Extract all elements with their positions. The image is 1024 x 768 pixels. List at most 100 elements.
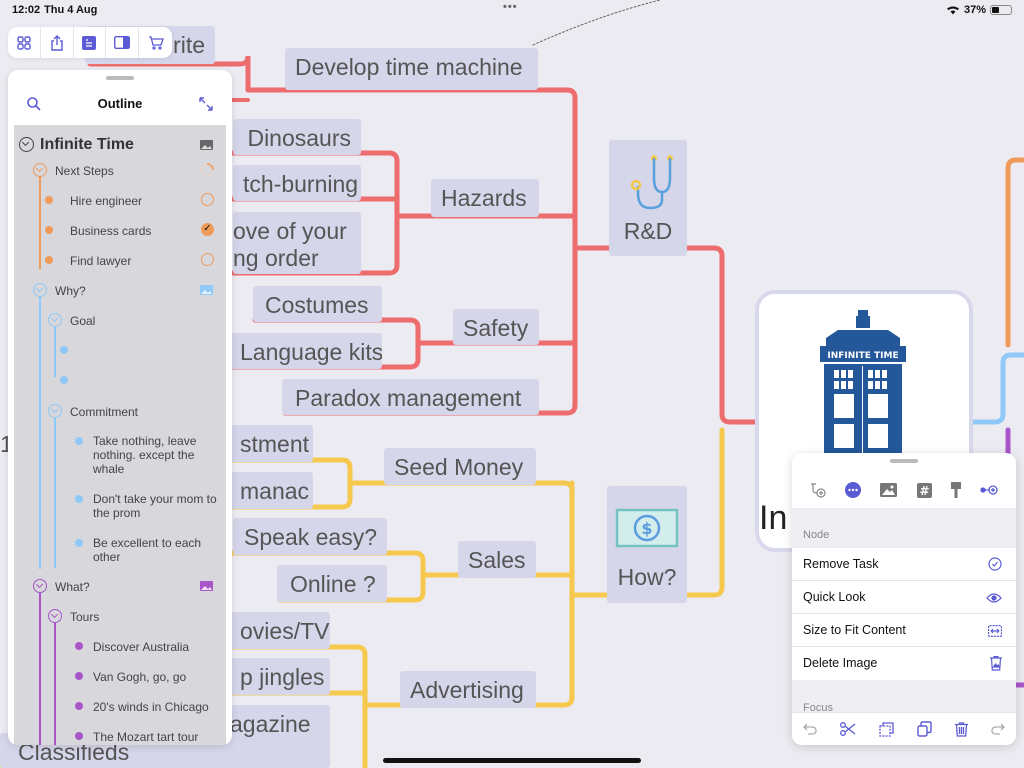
trash-image-icon: [990, 656, 1002, 671]
node-jingles[interactable]: p jingles: [230, 658, 330, 695]
tree-line: [54, 327, 56, 377]
outline-item[interactable]: [14, 341, 226, 367]
menu-size-to-fit[interactable]: Size to Fit Content: [792, 614, 1016, 647]
popover-bottom-bar: [792, 712, 1016, 745]
expand-icon[interactable]: [199, 97, 213, 111]
node-witch-burning[interactable]: tch-burning: [233, 165, 361, 201]
menu-remove-task[interactable]: Remove Task: [792, 548, 1016, 581]
node-magazine[interactable]: agazine: [230, 705, 330, 768]
image-icon: [200, 581, 213, 591]
node-love-order[interactable]: ove of your ng order: [233, 212, 361, 274]
collapse-chevron-icon[interactable]: [33, 283, 47, 297]
node-paradox-management[interactable]: Paradox management: [282, 379, 539, 415]
bullet-icon: [75, 672, 83, 680]
wifi-icon: [946, 6, 959, 15]
outline-button[interactable]: [74, 27, 107, 58]
collapse-chevron-icon[interactable]: [33, 163, 47, 177]
delete-icon[interactable]: [954, 721, 968, 737]
tree-line: [39, 177, 41, 269]
outline-item[interactable]: Be excellent to each other: [14, 534, 226, 568]
outline-item[interactable]: Van Gogh, go, go: [14, 667, 226, 693]
menu-quick-look[interactable]: Quick Look: [792, 581, 1016, 614]
store-button[interactable]: [139, 27, 172, 58]
collapse-chevron-icon[interactable]: [48, 404, 62, 418]
task-checkbox[interactable]: [201, 193, 214, 206]
collapse-chevron-icon[interactable]: [48, 609, 62, 623]
node-how[interactable]: $ How?: [607, 486, 687, 603]
outline-item-label: Don't take your mom to the prom: [93, 492, 217, 520]
outline-item[interactable]: [14, 371, 226, 397]
share-button[interactable]: [41, 27, 74, 58]
node-seed-money[interactable]: Seed Money: [384, 448, 536, 485]
sidebar-icon: [114, 36, 131, 49]
node-investment[interactable]: stment: [230, 425, 313, 462]
outline-header: Outline: [8, 82, 232, 122]
node-online[interactable]: Online ?: [277, 565, 387, 602]
more-icon[interactable]: [844, 482, 861, 498]
tag-icon[interactable]: #: [916, 482, 932, 498]
undo-icon[interactable]: [803, 723, 818, 735]
outline-item[interactable]: Tours: [14, 607, 226, 633]
node-advertising[interactable]: Advertising: [400, 671, 536, 708]
outline-item[interactable]: 20's winds in Chicago: [14, 697, 226, 723]
outline-item[interactable]: What?: [14, 577, 226, 603]
style-brush-icon[interactable]: [950, 482, 961, 498]
add-child-icon[interactable]: [810, 482, 826, 498]
grid-button[interactable]: [8, 27, 41, 58]
node-costumes[interactable]: Costumes: [253, 286, 382, 322]
outline-item[interactable]: Find lawyer: [14, 251, 226, 277]
collapse-chevron-icon[interactable]: [19, 137, 34, 152]
node-rd[interactable]: R&D: [609, 140, 687, 256]
battery-icon: [990, 5, 1012, 15]
popover-tabs: #: [792, 475, 1016, 505]
outline-item[interactable]: Business cards✓: [14, 221, 226, 247]
outline-item[interactable]: Hire engineer: [14, 191, 226, 217]
home-indicator[interactable]: [383, 758, 641, 763]
outline-item-label: Discover Australia: [93, 640, 190, 654]
task-checkbox[interactable]: [201, 253, 214, 266]
drag-handle[interactable]: [890, 459, 918, 463]
outline-root-label: Infinite Time: [40, 136, 134, 153]
collapse-chevron-icon[interactable]: [48, 313, 62, 327]
collapse-chevron-icon[interactable]: [33, 579, 47, 593]
outline-panel: Outline Infinite Time Next Steps Hire en…: [8, 70, 232, 745]
outline-root[interactable]: Infinite Time: [14, 131, 226, 157]
outline-item[interactable]: Why?: [14, 281, 226, 307]
node-hazards[interactable]: Hazards: [431, 179, 539, 217]
copy-icon[interactable]: [879, 721, 894, 737]
node-speak-easy[interactable]: Speak easy?: [233, 518, 387, 555]
money-icon: $: [615, 508, 679, 548]
multitask-dots[interactable]: •••: [503, 1, 518, 13]
task-checkbox-checked[interactable]: ✓: [201, 223, 214, 236]
bullet-icon: [75, 732, 83, 740]
node-safety[interactable]: Safety: [453, 309, 539, 345]
menu-delete-image[interactable]: Delete Image: [792, 647, 1016, 680]
cut-icon[interactable]: [840, 722, 856, 736]
duplicate-icon[interactable]: [917, 721, 932, 737]
node-movies-tv[interactable]: ovies/TV: [230, 612, 330, 649]
node-develop-time-machine[interactable]: Develop time machine: [285, 48, 538, 90]
drag-handle[interactable]: [106, 76, 134, 80]
node-almanac[interactable]: manac: [230, 472, 313, 509]
search-icon[interactable]: [27, 97, 41, 111]
tree-line: [54, 622, 56, 745]
image-icon[interactable]: [880, 483, 898, 497]
outline-item[interactable]: Discover Australia: [14, 637, 226, 663]
outline-item[interactable]: Take nothing, leave nothing. except the …: [14, 432, 226, 482]
outline-item[interactable]: Don't take your mom to the prom: [14, 490, 226, 524]
connect-icon[interactable]: [980, 484, 998, 496]
node-sales[interactable]: Sales: [458, 541, 536, 578]
outline-item[interactable]: Commitment: [14, 402, 226, 428]
outline-item[interactable]: Goal: [14, 311, 226, 337]
top-toolbar: [8, 27, 172, 58]
outline-item[interactable]: Next Steps: [14, 161, 226, 187]
sidebar-button[interactable]: [106, 27, 140, 58]
blue-branch-line: [970, 352, 1024, 425]
outline-item[interactable]: The Mozart tart tour: [14, 727, 226, 745]
node-dinosaurs[interactable]: Dinosaurs: [233, 119, 361, 155]
outline-list[interactable]: Infinite Time Next Steps Hire engineer B…: [14, 125, 226, 745]
node-left-cut: 1: [0, 431, 8, 457]
redo-icon[interactable]: [990, 723, 1005, 735]
orange-branch-line: [1005, 157, 1024, 348]
node-language-kits[interactable]: Language kits: [230, 333, 382, 369]
